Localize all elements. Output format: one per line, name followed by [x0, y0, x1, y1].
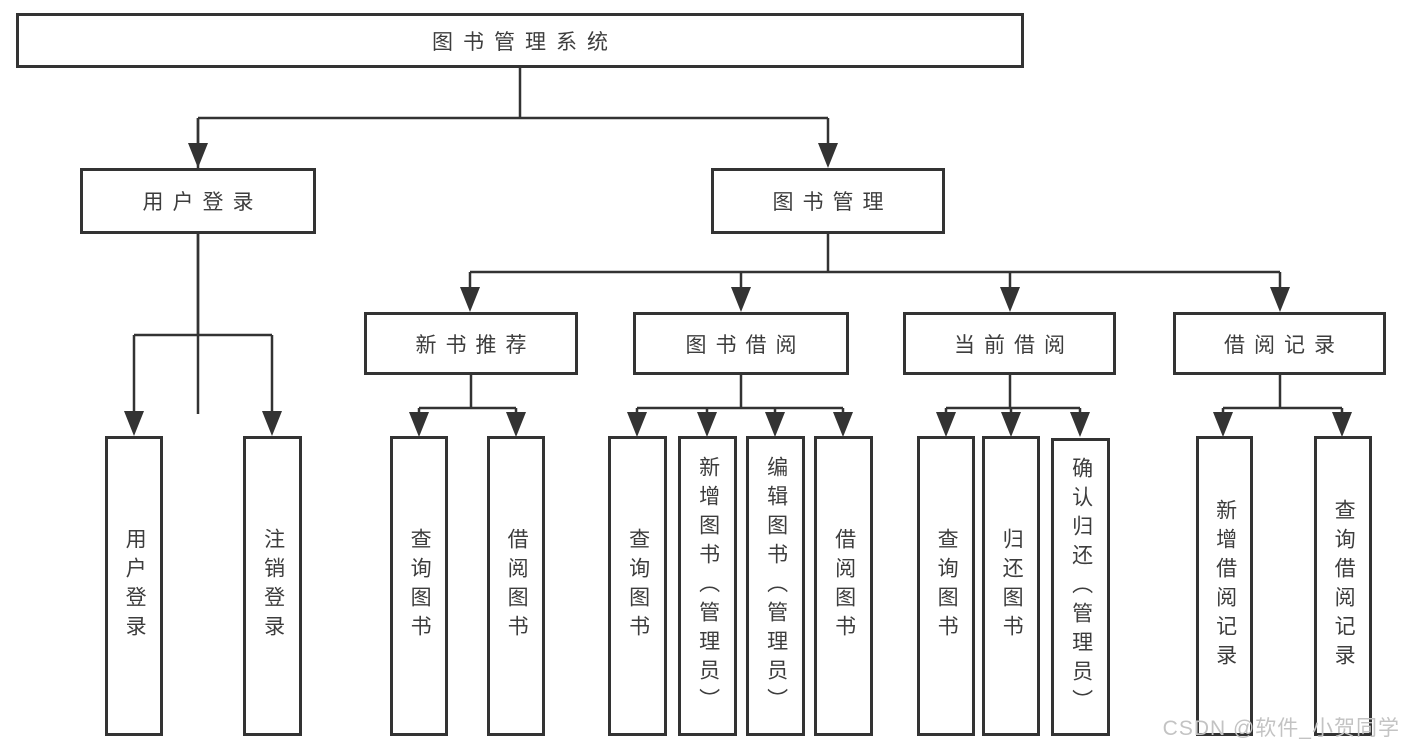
csdn-watermark: CSDN @软件_小贺同学 [1162, 717, 1400, 740]
leaf-add-borrow-record: 新增借阅记录 [1196, 436, 1253, 736]
leaf-label: 查询图书 [408, 528, 432, 644]
tree-edges [132, 68, 1344, 414]
leaf-borrow-books-1: 借阅图书 [487, 436, 545, 736]
leaf-query-borrow-record: 查询借阅记录 [1314, 436, 1372, 736]
node-borrowing-records: 借阅记录 [1173, 312, 1386, 375]
node-label: 用户登录 [142, 191, 263, 214]
leaf-borrow-books-2: 借阅图书 [814, 436, 873, 736]
leaf-label: 新增图书（管理员） [696, 455, 720, 717]
node-label: 图书管理系统 [432, 30, 618, 54]
node-book-borrowing: 图书借阅 [633, 312, 849, 375]
leaf-return-book: 归还图书 [982, 436, 1040, 736]
leaf-confirm-return-admin: 确认归还（管理员） [1051, 438, 1110, 736]
leaf-label: 编辑图书（管理员） [764, 455, 788, 717]
leaf-label: 确认归还（管理员） [1069, 456, 1093, 718]
leaf-label: 注销登录 [261, 528, 285, 644]
node-label: 图书管理 [772, 191, 893, 214]
arrowhead-icons [124, 143, 1352, 437]
leaf-add-book-admin: 新增图书（管理员） [678, 436, 737, 736]
leaf-logout: 注销登录 [243, 436, 302, 736]
node-label: 当前借阅 [954, 333, 1074, 357]
leaf-label: 归还图书 [1000, 528, 1024, 644]
leaf-query-books-3: 查询图书 [917, 436, 975, 736]
node-new-book-recommend: 新书推荐 [364, 312, 578, 375]
leaf-label: 借阅图书 [505, 528, 529, 644]
leaf-label: 新增借阅记录 [1213, 499, 1237, 673]
node-label: 新书推荐 [415, 333, 536, 357]
leaf-user-login: 用户登录 [105, 436, 163, 736]
leaf-label: 查询借阅记录 [1332, 499, 1356, 673]
leaf-label: 查询图书 [626, 528, 650, 644]
leaf-query-books-1: 查询图书 [390, 436, 448, 736]
leaf-label: 借阅图书 [832, 528, 856, 644]
leaf-label: 查询图书 [935, 528, 959, 644]
leaf-label: 用户登录 [123, 528, 147, 644]
leaf-edit-book-admin: 编辑图书（管理员） [746, 436, 805, 736]
node-library-management-system: 图书管理系统 [16, 13, 1024, 68]
node-user-login: 用户登录 [80, 168, 316, 234]
node-current-borrowing: 当前借阅 [903, 312, 1116, 375]
node-label: 图书借阅 [685, 333, 806, 357]
node-book-management: 图书管理 [711, 168, 945, 234]
leaf-query-books-2: 查询图书 [608, 436, 667, 736]
node-label: 借阅记录 [1224, 333, 1344, 357]
